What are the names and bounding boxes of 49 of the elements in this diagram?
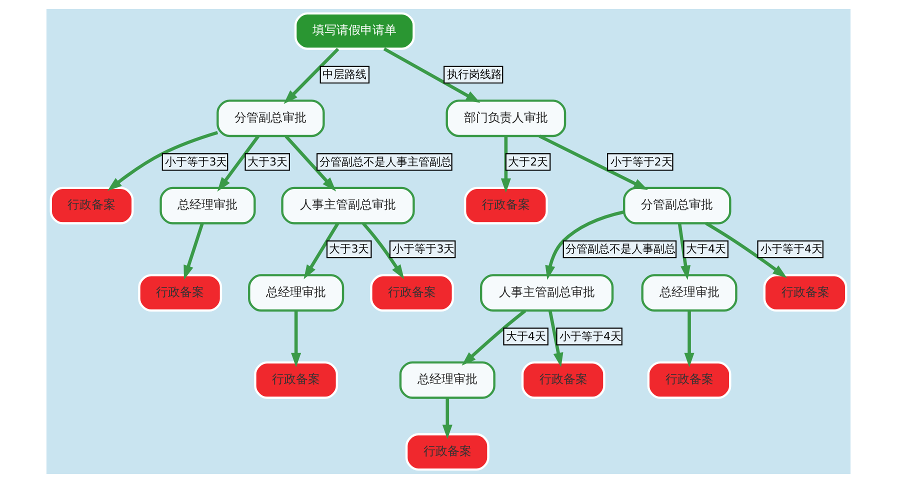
node-box: 行政备案 — [405, 432, 490, 470]
edge-label: 小于等于2天 — [610, 154, 672, 168]
edge-label: 大于4天 — [686, 242, 726, 256]
arrow — [304, 222, 340, 279]
node-box: 总经理审批 — [248, 274, 344, 312]
edge-label: 大于4天 — [506, 329, 546, 342]
edge-label: 小于等于3天 — [165, 154, 228, 168]
node-box: 总经理审批 — [160, 186, 256, 224]
edge-label: 大于2天 — [508, 154, 548, 168]
edge-label: 分管副总不是人事主管副总 — [319, 154, 452, 168]
node-box: 行政备案 — [50, 186, 134, 224]
node-box: 行政备案 — [138, 274, 222, 312]
arrow — [291, 310, 302, 367]
arrow — [383, 46, 480, 102]
node-box: 总经理审批 — [641, 274, 738, 312]
arrow — [362, 222, 404, 279]
node-box: 行政备案 — [370, 274, 454, 312]
arrow — [678, 222, 691, 280]
arrow — [545, 210, 624, 280]
arrow — [217, 134, 260, 192]
arrow — [500, 136, 511, 192]
node-box: 行政备案 — [521, 360, 606, 398]
edge-label: 中层路线 — [322, 68, 367, 81]
arrow — [548, 310, 564, 367]
arrow — [684, 310, 694, 367]
node-box: 填写请假申请单 — [294, 12, 415, 50]
node-box: 总经理审批 — [399, 360, 496, 398]
node-box: 分管副总审批 — [216, 99, 325, 137]
node-box: 分管副总审批 — [623, 186, 732, 224]
arrow — [462, 308, 526, 366]
edge-label: 小于等于3天 — [392, 242, 455, 256]
node-box: 部门负责人审批 — [446, 99, 566, 137]
node-box: 行政备案 — [647, 360, 732, 398]
node-box: 行政备案 — [763, 274, 848, 312]
arrow — [442, 398, 452, 439]
edge-label: 小于等于4天 — [760, 242, 823, 256]
arrow — [184, 222, 204, 280]
edge-label: 大于3天 — [247, 154, 288, 168]
arrow — [284, 134, 336, 191]
edge-label: 大于3天 — [329, 242, 370, 256]
edge-label: 小于等于4天 — [560, 329, 622, 342]
edge-label: 分管副总不是人事副总 — [566, 242, 676, 256]
edge-label: 执行岗线路 — [446, 68, 502, 81]
node-box: 行政备案 — [464, 186, 548, 224]
arrow — [284, 47, 340, 104]
node-box: 行政备案 — [254, 360, 338, 398]
arrow — [107, 130, 218, 190]
node-box: 人事主管副总审批 — [281, 186, 415, 224]
node-box: 人事主管副总审批 — [480, 274, 614, 312]
